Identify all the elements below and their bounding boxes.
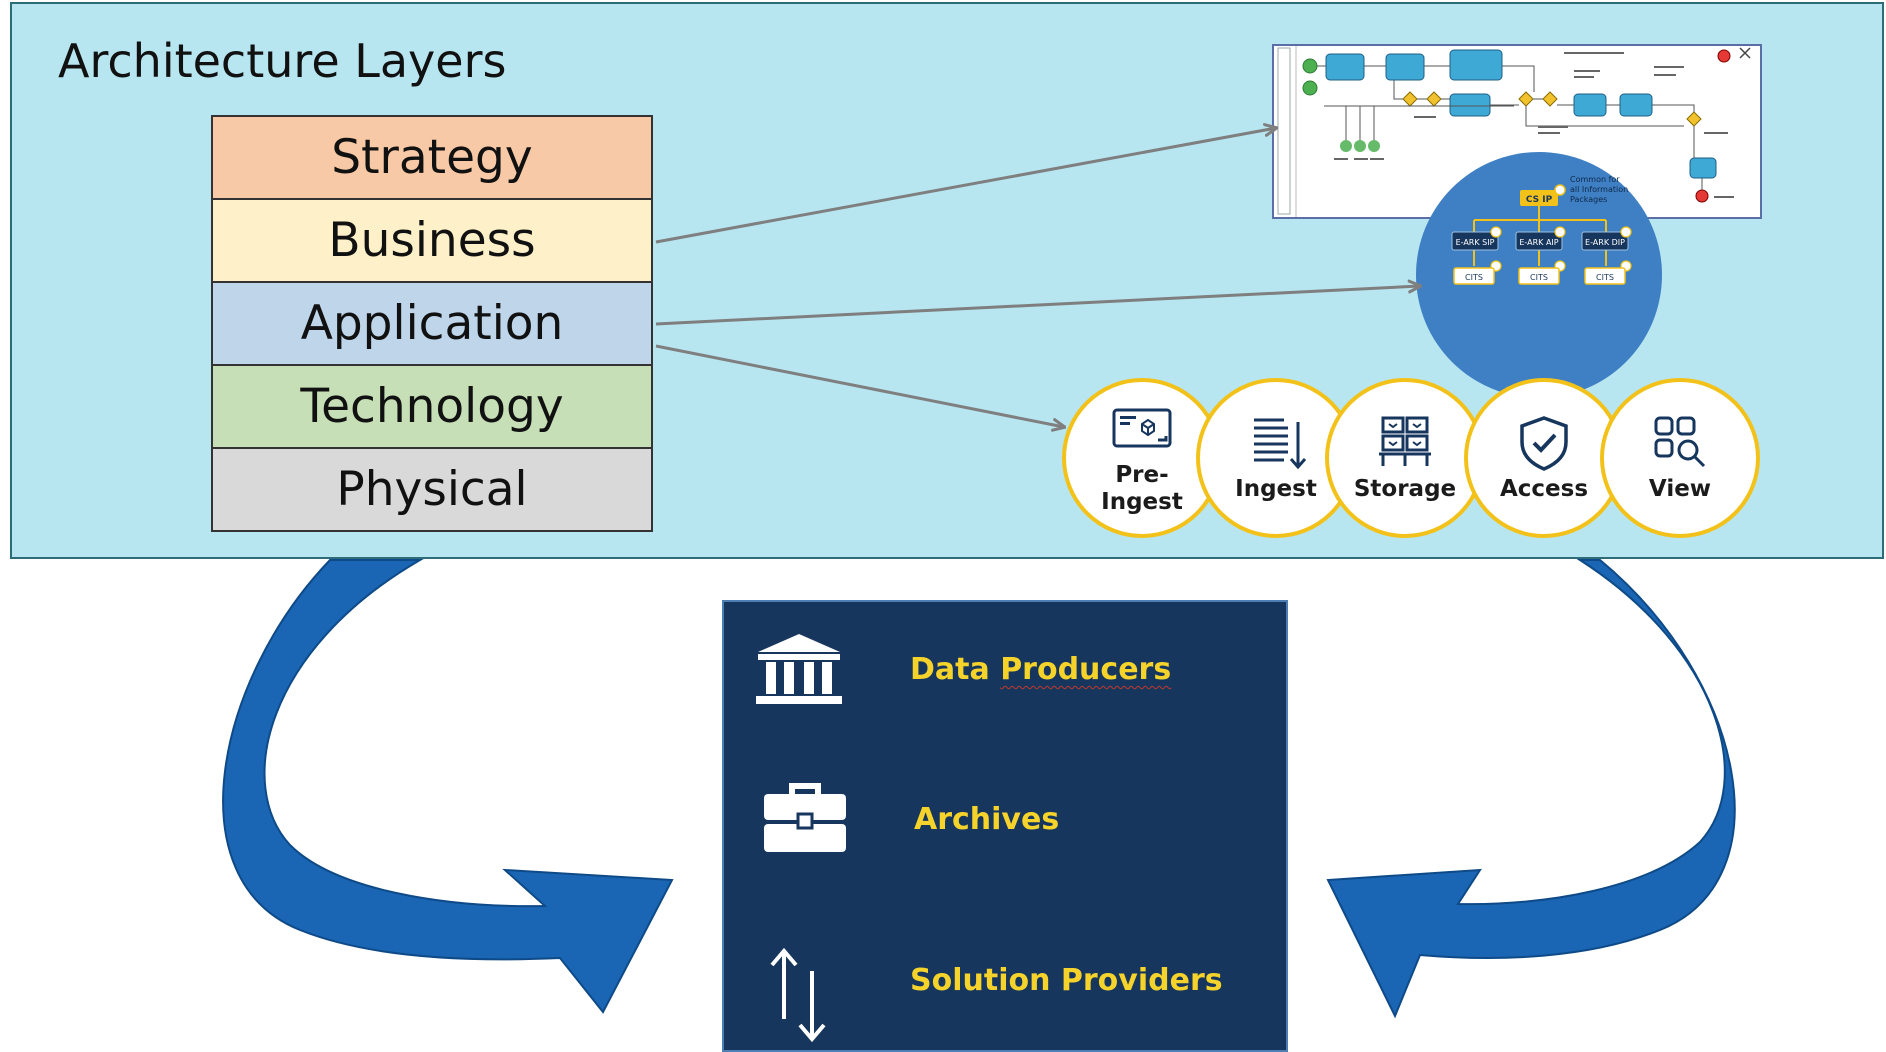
layer-business: Business <box>211 200 653 283</box>
bpmn-diagram-graphic <box>1277 46 1751 217</box>
bpmn-to-business-arrow <box>655 128 1276 244</box>
functions-to-application-arrow <box>655 344 1064 427</box>
pre-ingest-icon <box>1112 408 1172 448</box>
function-label: Storage <box>1353 475 1457 502</box>
stakeholders-panel: Data Producers Archives Solution Provide… <box>722 600 1288 1052</box>
packages-to-application-arrow <box>655 286 1420 326</box>
leaf-package-label: CITS <box>1596 273 1614 282</box>
stakeholder-label: Solution Providers <box>910 963 1223 998</box>
child-package-label: E-ARK SIP <box>1456 238 1495 247</box>
briefcase-icon <box>764 783 846 852</box>
layer-physical: Physical <box>211 449 653 532</box>
layer-technology: Technology <box>211 366 653 449</box>
stakeholder-label-plain: Data <box>910 652 1001 687</box>
stakeholder-label-marked: Producers <box>1000 652 1172 687</box>
information-packages-circle: CS IP Common for all Information Package… <box>1416 152 1662 398</box>
access-shield-icon <box>1520 415 1568 471</box>
layer-strategy: Strategy <box>211 115 653 200</box>
institution-icon <box>756 634 842 704</box>
view-search-icon <box>1654 416 1706 467</box>
up-down-arrows-icon <box>770 947 826 1043</box>
storage-icon <box>1379 416 1431 466</box>
packages-caption-line-3: Packages <box>1570 195 1607 204</box>
function-label: Pre- Ingest <box>1101 462 1183 515</box>
panel-title: Architecture Layers <box>58 34 507 88</box>
leaf-package-label: CITS <box>1465 273 1483 282</box>
function-storage: Storage <box>1325 378 1485 538</box>
function-label: Access <box>1499 475 1589 502</box>
function-view: View <box>1600 378 1760 538</box>
packages-caption-line-1: Common for <box>1570 175 1620 184</box>
child-package-label: E-ARK DIP <box>1585 238 1625 247</box>
layer-application: Application <box>211 283 653 366</box>
left-curved-arrow <box>222 559 674 1014</box>
function-pre-ingest: Pre- Ingest <box>1062 378 1222 538</box>
stakeholder-label: Archives <box>914 802 1060 837</box>
child-package-label: E-ARK AIP <box>1519 238 1558 247</box>
pointer-lines <box>655 128 1420 427</box>
information-packages-tree: CS IP Common for all Information Package… <box>1451 175 1632 285</box>
leaf-package-label: CITS <box>1530 273 1548 282</box>
function-access: Access <box>1464 378 1624 538</box>
ingest-icon <box>1254 418 1307 469</box>
function-label: View <box>1648 475 1712 502</box>
packages-caption-line-2: all Information <box>1570 185 1628 194</box>
layer-stack: Strategy Business Application Technology… <box>211 115 653 532</box>
right-curved-arrow <box>1326 559 1736 1019</box>
stakeholder-label: Data Producers <box>910 652 1171 687</box>
function-label: Ingest <box>1235 475 1317 502</box>
root-package-label: CS IP <box>1526 195 1553 205</box>
